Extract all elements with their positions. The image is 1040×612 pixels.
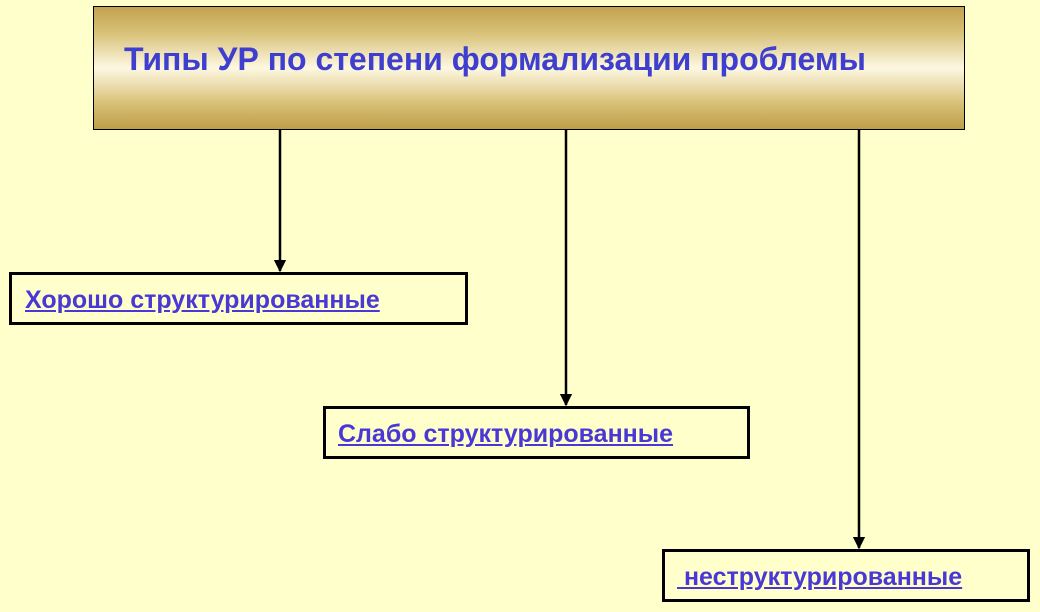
link-well-structured[interactable]: Хорошо структурированные: [25, 286, 380, 314]
node-semi-structured: Слабо структурированные: [323, 406, 750, 459]
link-unstructured[interactable]: неструктурированные: [677, 563, 963, 591]
node-well-structured: Хорошо структурированные: [9, 272, 468, 325]
diagram-title: Типы УР по степени формализации проблемы: [124, 41, 866, 77]
node-unstructured: неструктурированные: [662, 549, 1030, 602]
title-box: Типы УР по степени формализации проблемы: [93, 6, 965, 130]
link-semi-structured[interactable]: Слабо структурированные: [338, 420, 674, 448]
